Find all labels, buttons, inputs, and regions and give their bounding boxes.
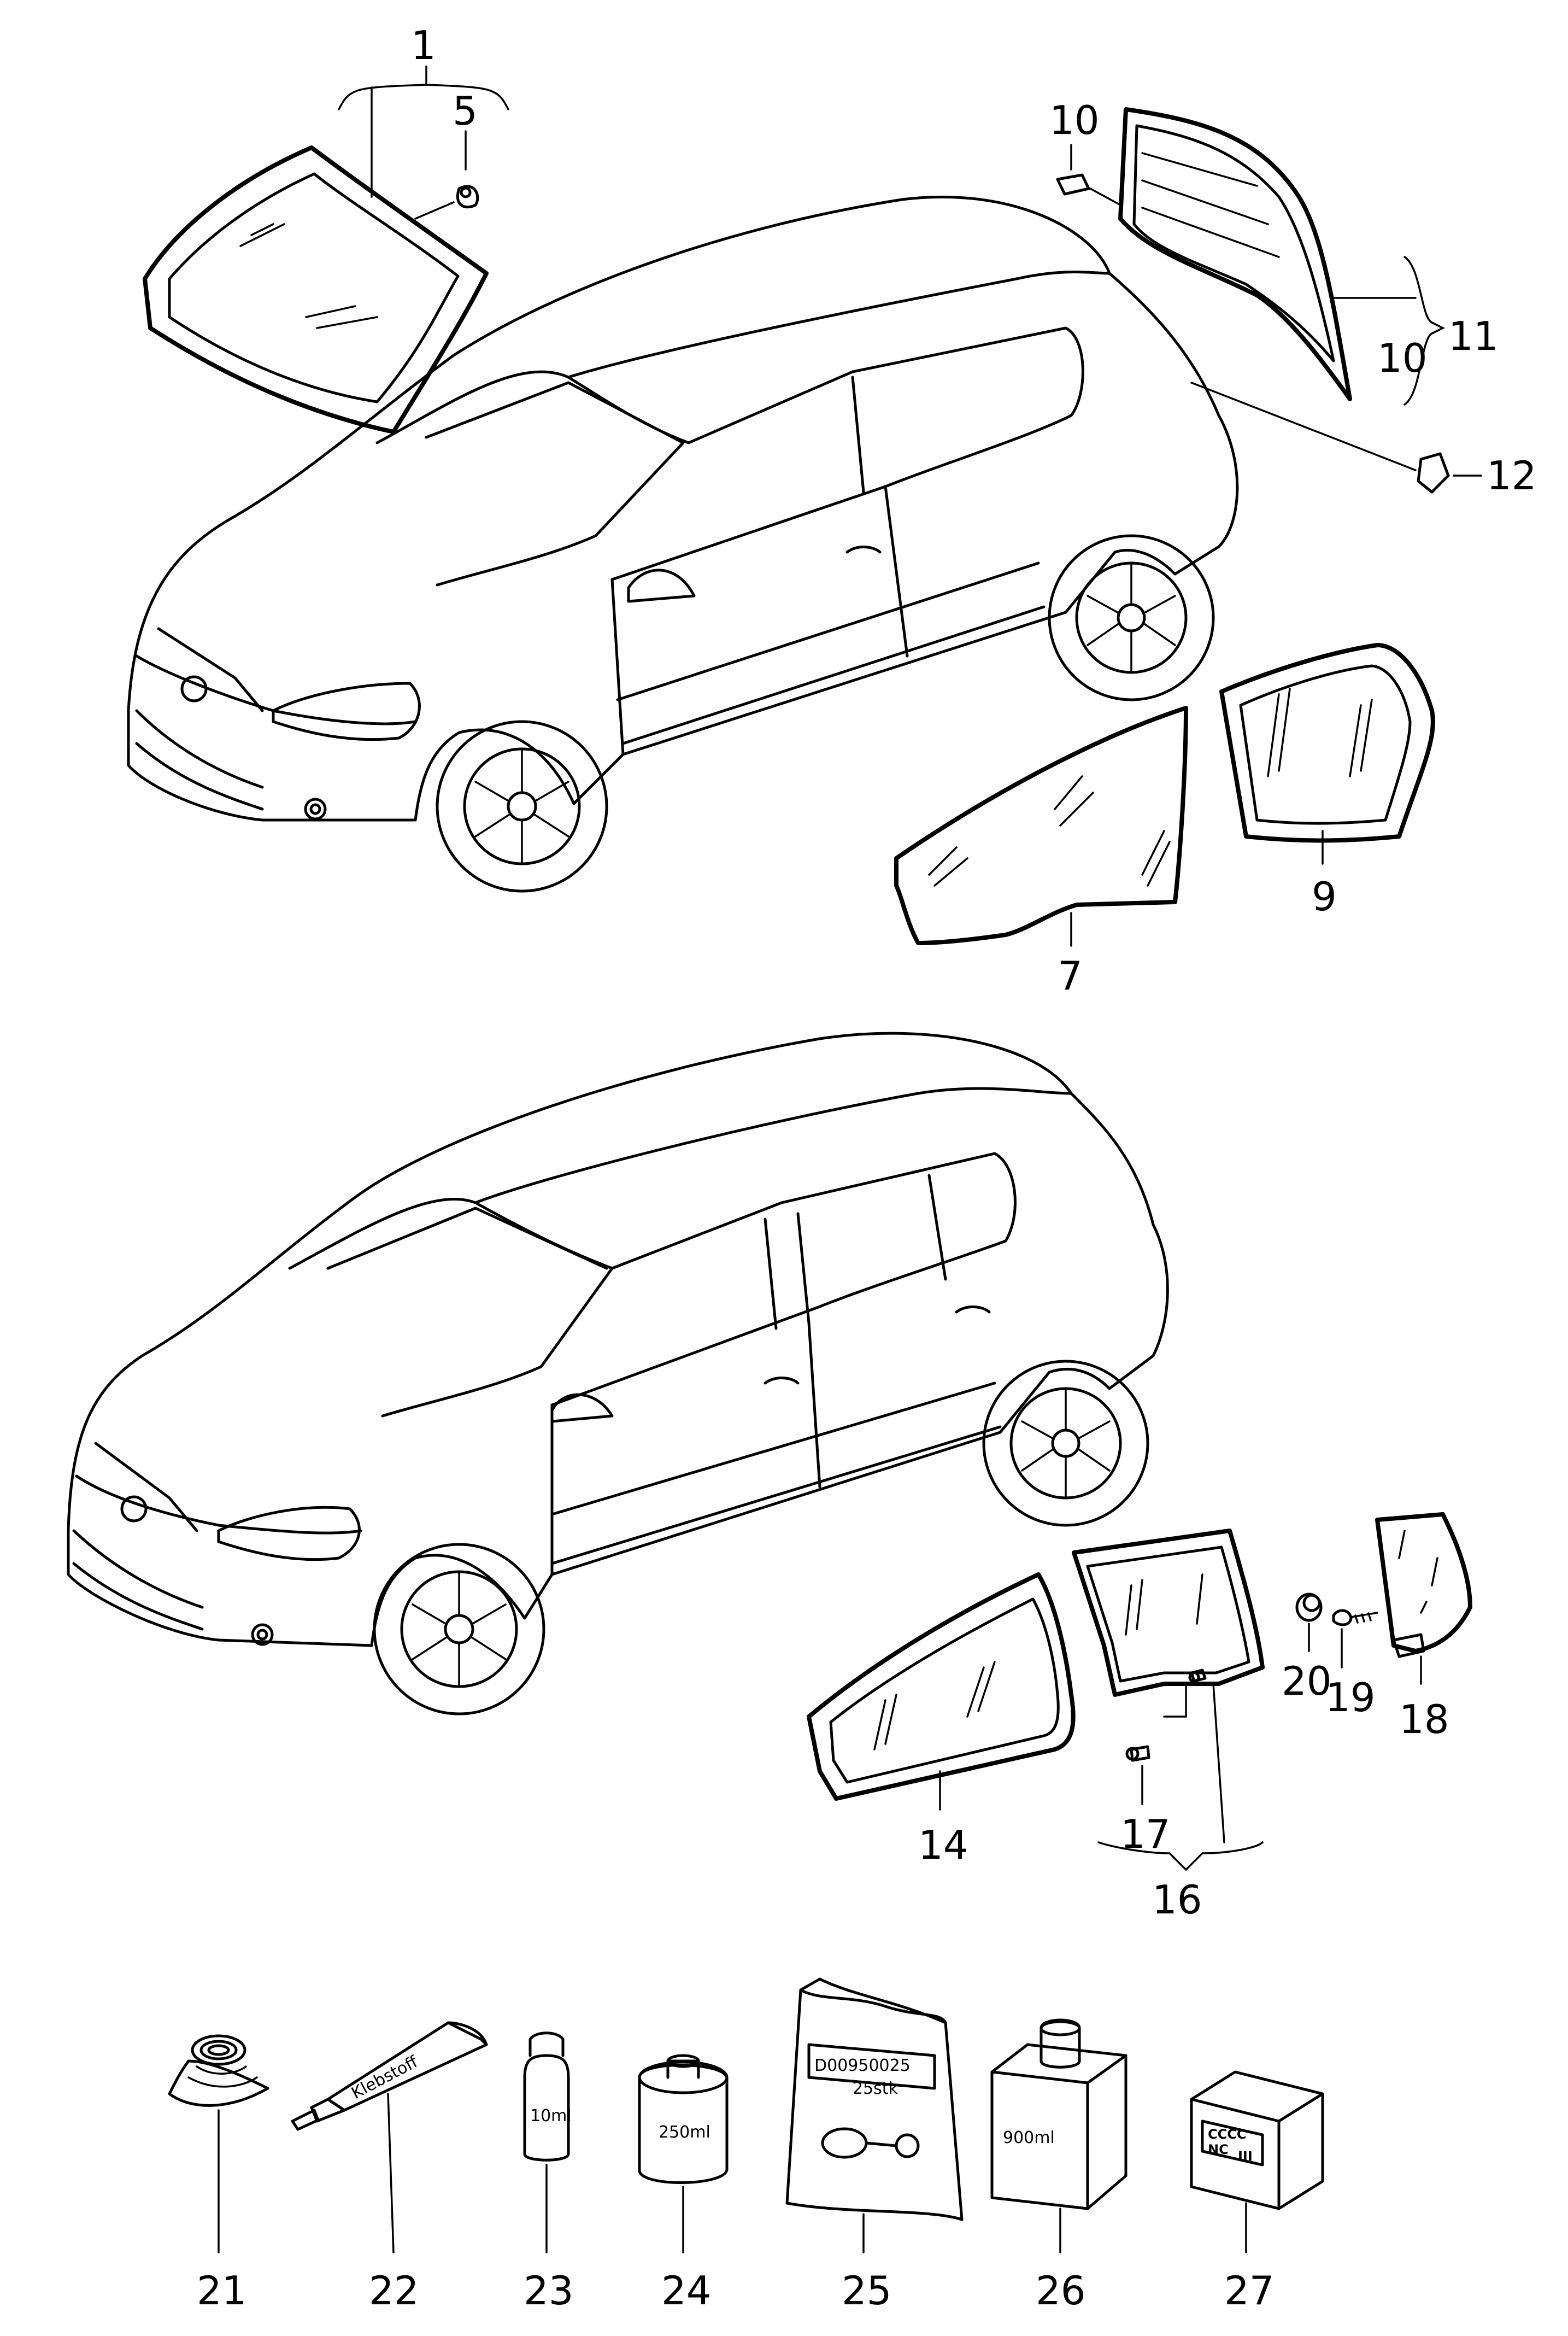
can-label: 250ml — [659, 2123, 710, 2142]
part-27-box: CCCC NC III 27 — [1190, 2070, 1324, 2314]
part-cap-20: 20 — [1282, 1593, 1332, 1704]
tube-label: Klebstoff — [348, 2052, 421, 2103]
part-quarter-glass-18: 18 — [1375, 1512, 1472, 1742]
label-24: 24 — [661, 2268, 712, 2314]
part-rear-window: 10 11 — [1118, 107, 1499, 406]
label-1: 1 — [411, 22, 436, 68]
label-21: 21 — [197, 2268, 247, 2314]
part-stop-17: 17 — [1120, 1745, 1171, 1857]
part-25-bag: D00950025 25stk 25 — [785, 1977, 964, 2314]
bag-label-line2: 25stk — [853, 2079, 898, 2098]
car-5-door — [67, 1032, 1169, 1716]
part-26-canister: 900ml 26 — [990, 2018, 1127, 2314]
part-door-glass-front-3door: 7 — [894, 706, 1188, 999]
bottle-label: 10ml — [530, 2106, 572, 2126]
label-17: 17 — [1120, 1811, 1171, 1857]
label-11: 11 — [1448, 313, 1499, 359]
callout-1: 1 — [338, 22, 509, 198]
label-26: 26 — [1036, 2268, 1086, 2314]
part-23-bottle: 10ml 23 — [523, 2031, 574, 2314]
part-door-glass-rear-5door: 16 — [1072, 1529, 1265, 1923]
part-windscreen — [143, 145, 489, 434]
label-9: 9 — [1312, 874, 1337, 920]
canister-label: 900ml — [1003, 2128, 1055, 2147]
label-22: 22 — [369, 2268, 419, 2314]
label-5: 5 — [453, 88, 478, 134]
label-23: 23 — [524, 2268, 574, 2314]
label-19: 19 — [1325, 1675, 1376, 1720]
box-label-line3: III — [1238, 2148, 1253, 2164]
label-18: 18 — [1399, 1696, 1449, 1742]
bag-label-line1: D00950025 — [814, 2056, 911, 2075]
part-door-glass-front-5door: 14 — [807, 1572, 1076, 1868]
car-3-door — [127, 195, 1239, 893]
label-27: 27 — [1224, 2268, 1275, 2314]
label-7: 7 — [1058, 953, 1083, 999]
part-clip-5: 5 — [414, 88, 479, 220]
label-20: 20 — [1282, 1658, 1332, 1704]
label-12: 12 — [1487, 453, 1537, 499]
label-10a: 10 — [1049, 97, 1100, 143]
part-22-adhesive-tube: Klebstoff 22 — [291, 2021, 488, 2314]
label-16: 16 — [1152, 1877, 1202, 1923]
box-label-line2: NC — [1208, 2142, 1229, 2157]
box-label-line1: CCCC — [1208, 2127, 1246, 2142]
part-quarter-glass-9: 9 — [1219, 643, 1435, 920]
part-buffer-12: 12 — [1190, 382, 1537, 499]
part-21-seal-cone: 21 — [168, 2034, 269, 2314]
part-screw-19: 19 — [1325, 1609, 1378, 1720]
label-10b: 10 — [1377, 335, 1428, 381]
label-14: 14 — [918, 1822, 968, 1868]
label-25: 25 — [842, 2268, 892, 2314]
part-block-10: 10 — [1049, 97, 1121, 206]
part-24-can: 250ml 24 — [638, 2054, 729, 2314]
